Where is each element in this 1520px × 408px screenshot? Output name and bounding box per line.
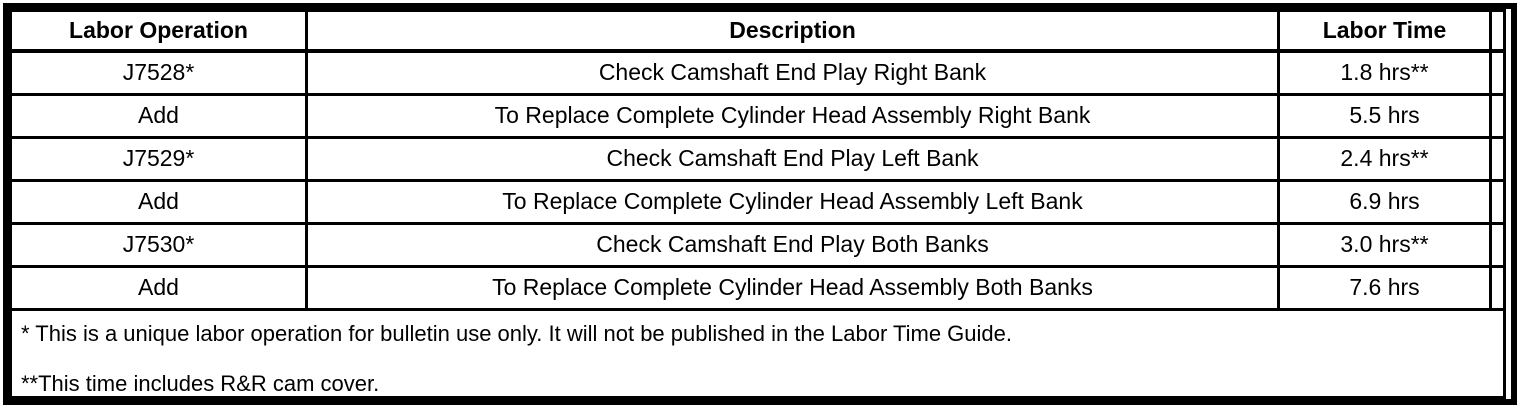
header-description: Description [305, 9, 1280, 53]
cell-labor-time: 1.8 hrs** [1277, 49, 1492, 96]
cell-labor-operation: J7530* [9, 221, 308, 268]
cell-labor-operation: J7529* [9, 135, 308, 182]
spacer-cell [1489, 264, 1506, 311]
cell-description: To Replace Complete Cylinder Head Assemb… [305, 264, 1280, 311]
header-labor-time: Labor Time [1277, 9, 1492, 53]
cell-labor-time: 3.0 hrs** [1277, 221, 1492, 268]
header-row: Labor Operation Description Labor Time [9, 9, 1506, 53]
table-row: J7528* Check Camshaft End Play Right Ban… [9, 49, 1506, 96]
cell-description: Check Camshaft End Play Both Banks [305, 221, 1280, 268]
footnote-rr-cam-cover: **This time includes R&R cam cover. [21, 370, 380, 396]
cell-description: Check Camshaft End Play Left Bank [305, 135, 1280, 182]
spacer-cell [1489, 92, 1506, 139]
table-row: J7530* Check Camshaft End Play Both Bank… [9, 221, 1506, 268]
cell-labor-time: 5.5 hrs [1277, 92, 1492, 139]
cell-labor-time: 6.9 hrs [1277, 178, 1492, 225]
table-row: J7529* Check Camshaft End Play Left Bank… [9, 135, 1506, 182]
spacer-cell [1489, 221, 1506, 268]
cell-labor-operation: Add [9, 92, 308, 139]
table-row: Add To Replace Complete Cylinder Head As… [9, 92, 1506, 139]
spacer-cell [1489, 178, 1506, 225]
table-row: Add To Replace Complete Cylinder Head As… [9, 264, 1506, 311]
cell-labor-time: 7.6 hrs [1277, 264, 1492, 311]
footnote-bulletin-use-only: * This is a unique labor operation for b… [21, 320, 1012, 346]
table-row: Add To Replace Complete Cylinder Head As… [9, 178, 1506, 225]
cell-labor-time: 2.4 hrs** [1277, 135, 1492, 182]
cell-labor-operation: Add [9, 264, 308, 311]
header-labor-operation: Labor Operation [9, 9, 308, 53]
spacer-cell [1489, 135, 1506, 182]
cell-labor-operation: Add [9, 178, 308, 225]
labor-time-table: Labor Operation Description Labor Time J… [9, 9, 1506, 400]
spacer-cell [1489, 49, 1506, 96]
cell-description: Check Camshaft End Play Right Bank [305, 49, 1280, 96]
footnotes-cell: * This is a unique labor operation for b… [9, 307, 1506, 400]
header-spacer-cell [1489, 9, 1506, 53]
footnote-row: * This is a unique labor operation for b… [9, 307, 1506, 400]
page-border: Labor Operation Description Labor Time J… [3, 3, 1517, 405]
cell-description: To Replace Complete Cylinder Head Assemb… [305, 178, 1280, 225]
cell-description: To Replace Complete Cylinder Head Assemb… [305, 92, 1280, 139]
cell-labor-operation: J7528* [9, 49, 308, 96]
